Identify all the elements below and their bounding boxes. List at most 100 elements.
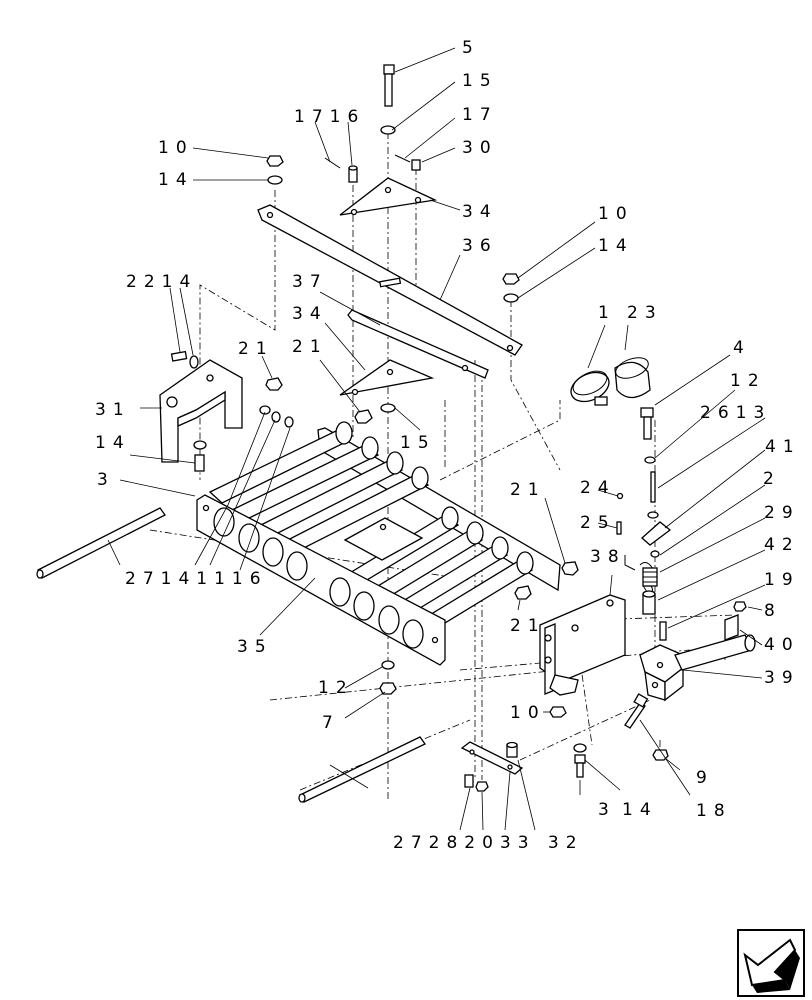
callout-21: 21 [510, 616, 546, 636]
callout-42: 42 [764, 535, 800, 555]
callout-41: 41 [765, 437, 801, 457]
bolt-3-bracket [194, 454, 205, 472]
washer-14-bottom [573, 743, 587, 753]
callout-14: 14 [95, 433, 131, 453]
callout-31: 31 [95, 400, 131, 420]
nut-10-right [502, 273, 520, 285]
shaft-27-lower [298, 736, 426, 803]
washer-14-right [503, 293, 519, 303]
bolt-28 [464, 774, 474, 788]
callout-10: 10 [598, 204, 634, 224]
callout-2: 2 [763, 469, 781, 489]
callout-labels: 5 15 1716 17 10 30 14 34 10 36 14 2214 3… [95, 38, 801, 853]
sleeve-23 [614, 357, 651, 399]
pin-16 [348, 165, 358, 183]
callout-21: 21 [292, 337, 328, 357]
nut-21-center [354, 409, 373, 424]
callout-18: 18 [696, 801, 732, 821]
roller-frame-35 [196, 421, 561, 666]
handle-39 [639, 634, 756, 702]
plate-40 [724, 614, 739, 641]
washer-14-bracket [193, 440, 207, 450]
callout-14: 14 [598, 236, 634, 256]
pin-19 [659, 621, 667, 641]
bolt-18 [624, 693, 649, 729]
callout-15: 15 [462, 71, 498, 91]
callout-29: 29 [764, 503, 800, 523]
bolt-5 [383, 64, 395, 107]
nut-8 [733, 601, 747, 612]
callout-25: 25 [580, 513, 616, 533]
callout-21: 21 [238, 339, 274, 359]
callout-39: 39 [764, 668, 800, 688]
callout-34: 34 [292, 304, 328, 324]
nut-10-bottom [549, 706, 567, 718]
nut-10-top [266, 155, 284, 167]
callout-4: 4 [733, 338, 751, 358]
callout-10: 10 [158, 138, 194, 158]
callout-5: 5 [462, 38, 480, 58]
callout-37: 37 [292, 272, 328, 292]
callout-1: 1 [598, 303, 616, 323]
pin-13 [650, 471, 656, 503]
callout-9: 9 [696, 768, 714, 788]
pin-30 [411, 159, 421, 171]
callout-34: 34 [462, 202, 498, 222]
callout-36: 36 [462, 236, 498, 256]
callout-14: 14 [622, 800, 658, 820]
clamp-1 [570, 370, 610, 406]
callout-3: 3 [97, 470, 115, 490]
callout-35: 35 [237, 637, 273, 657]
callout-19: 19 [764, 570, 800, 590]
nut-21-lower [514, 585, 532, 600]
cotter-pin-17b [394, 154, 411, 163]
callout-10: 10 [510, 703, 546, 723]
washer-14-left [189, 355, 199, 369]
callout-14: 14 [158, 170, 194, 190]
callout-3: 3 [598, 800, 616, 820]
spring-29 [624, 555, 658, 596]
callout-2214: 2214 [126, 272, 197, 292]
callout-38: 38 [590, 547, 626, 567]
washer-12-right [644, 456, 656, 464]
nut-21-right [561, 561, 579, 576]
bracket-38 [539, 594, 626, 696]
callout-7: 7 [322, 713, 340, 733]
bolt-3-bottom [574, 754, 586, 778]
nut-20 [475, 781, 489, 792]
plate-20 [460, 741, 524, 775]
leader-lines [107, 47, 766, 831]
previous-page-arrow-icon[interactable] [737, 929, 805, 997]
callout-8: 8 [764, 601, 782, 621]
plate-41 [641, 521, 672, 546]
washer-14-top [267, 175, 283, 185]
pin-25 [616, 521, 622, 535]
nut-7 [379, 682, 397, 695]
callout-21: 21 [510, 480, 546, 500]
callout-15: 15 [400, 433, 436, 453]
callout-17: 17 [462, 105, 498, 125]
callout-24: 24 [580, 478, 616, 498]
callout-27-28-20-33-32: 27282033 32 [393, 833, 584, 853]
bracket-31 [159, 359, 243, 463]
nut-21-left [265, 377, 283, 391]
callout-27141116: 27141116 [125, 569, 268, 589]
bar-37 [347, 309, 489, 379]
triangle-plate-34-upper [339, 177, 438, 216]
washer-26 [647, 511, 659, 519]
nut-9 [652, 749, 669, 761]
washer-15-top [380, 125, 396, 135]
washer-15-center [380, 403, 396, 413]
cotter-pin-17a [324, 157, 341, 169]
callout-2613: 2613 [700, 403, 771, 423]
callout-12: 12 [730, 371, 766, 391]
callout-40: 40 [764, 635, 800, 655]
shaft-27-upper [36, 507, 166, 579]
washer-12-bottom [381, 660, 395, 670]
washer-2 [650, 550, 660, 558]
triangle-plate-34-lower [339, 359, 435, 396]
callout-23: 23 [627, 303, 663, 323]
callout-1716: 1716 [294, 107, 365, 127]
callout-30: 30 [462, 138, 498, 158]
